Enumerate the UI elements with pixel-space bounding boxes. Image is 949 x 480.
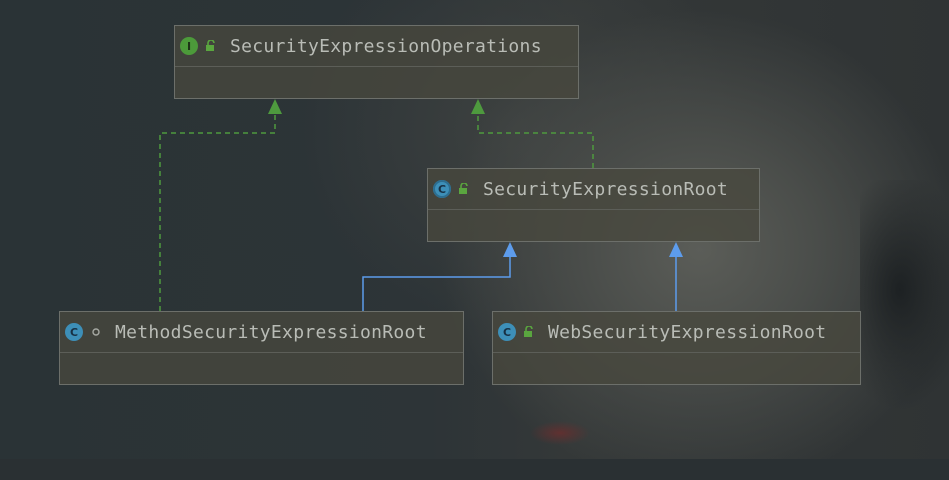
edge-layer	[159, 99, 683, 311]
node-security-expression-operations[interactable]: I SecurityExpressionOperations	[174, 25, 579, 99]
arrowhead-extends-icon	[503, 242, 517, 257]
node-name: SecurityExpressionOperations	[230, 35, 542, 57]
node-method-security-expression-root[interactable]: C MethodSecurityExpressionRoot	[59, 311, 464, 385]
package-private-icon	[89, 325, 103, 339]
arrowhead-implements-icon	[471, 99, 485, 114]
edge-method-extends-root	[362, 252, 511, 311]
node-name: SecurityExpressionRoot	[483, 178, 729, 200]
edge-method-implements-operations	[159, 106, 276, 311]
abstract-class-icon: C	[433, 180, 451, 198]
node-header: C WebSecurityExpressionRoot	[493, 312, 860, 353]
edge-root-implements-operations	[477, 106, 594, 168]
class-icon: C	[498, 323, 516, 341]
arrowhead-extends-icon	[669, 242, 683, 257]
node-name: WebSecurityExpressionRoot	[548, 321, 827, 343]
arrowhead-implements-icon	[268, 99, 282, 114]
node-header: I SecurityExpressionOperations	[175, 26, 578, 67]
node-header: C MethodSecurityExpressionRoot	[60, 312, 463, 353]
node-security-expression-root[interactable]: C SecurityExpressionRoot	[427, 168, 760, 242]
public-lock-icon	[522, 325, 536, 339]
node-web-security-expression-root[interactable]: C WebSecurityExpressionRoot	[492, 311, 861, 385]
node-header: C SecurityExpressionRoot	[428, 169, 759, 210]
background-shadow	[860, 180, 949, 480]
class-icon: C	[65, 323, 83, 341]
background-detail	[525, 418, 595, 448]
public-lock-icon	[457, 182, 471, 196]
node-name: MethodSecurityExpressionRoot	[115, 321, 427, 343]
public-lock-icon	[204, 39, 218, 53]
interface-icon: I	[180, 37, 198, 55]
